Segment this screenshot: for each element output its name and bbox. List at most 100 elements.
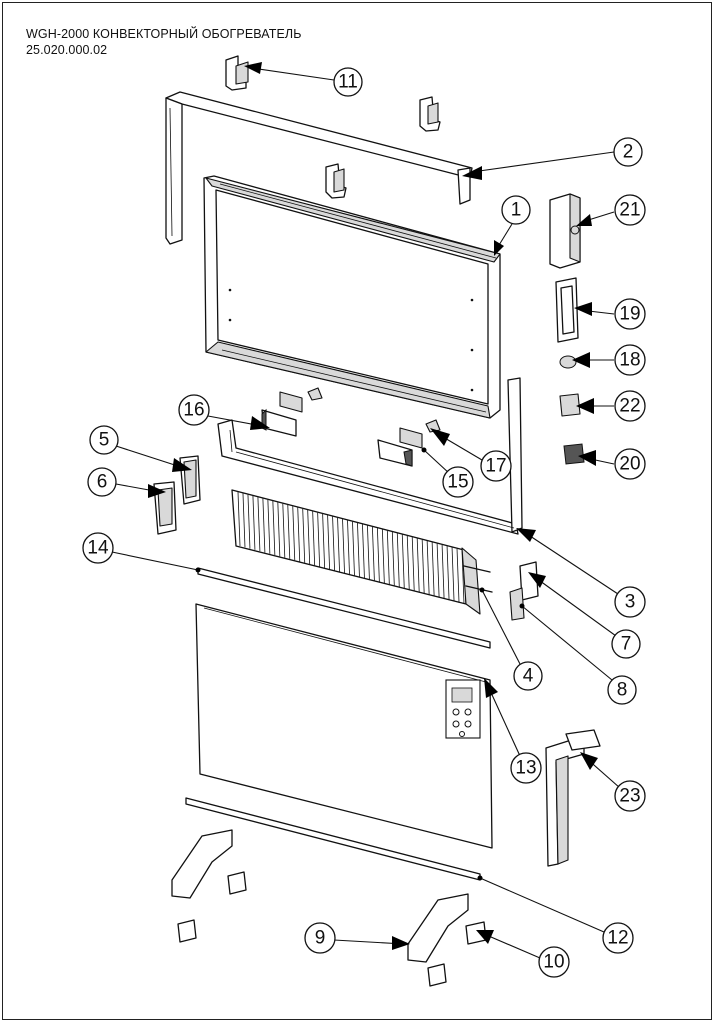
part-16-bracket — [261, 391, 303, 437]
callout-15: 15 — [421, 447, 474, 498]
callout-23: 23 — [580, 752, 646, 812]
callout-13: 13 — [484, 678, 542, 784]
callout-21: 21 — [576, 194, 646, 226]
control-panel — [445, 679, 481, 739]
part-8-clamp — [509, 587, 525, 621]
part-23-wall-bracket — [545, 729, 601, 867]
svg-text:5: 5 — [99, 430, 110, 451]
heater-fin — [426, 540, 430, 595]
svg-text:23: 23 — [619, 786, 640, 807]
part-19-frame — [555, 277, 579, 343]
callout-18: 18 — [572, 344, 646, 376]
callout-3: 3 — [516, 528, 646, 618]
callout-5: 5 — [89, 425, 192, 472]
heater-fin — [302, 508, 306, 563]
heater-fin — [431, 542, 435, 597]
callout-layer: 11 2 1 21 19 18 — [82, 62, 646, 978]
heater-fin — [292, 506, 296, 561]
heater-fin — [312, 511, 316, 566]
svg-text:22: 22 — [619, 396, 640, 417]
heater-fin — [337, 517, 340, 572]
callout-16: 16 — [178, 394, 270, 430]
svg-text:19: 19 — [619, 304, 640, 325]
heater-fin — [456, 548, 460, 603]
heater-fin — [247, 494, 251, 549]
part-1-frame — [203, 175, 501, 419]
svg-text:9: 9 — [315, 928, 326, 949]
part-22-switch — [559, 393, 581, 417]
part-11-bracket — [225, 55, 441, 199]
callout-19: 19 — [574, 298, 646, 330]
heater-fin — [421, 539, 425, 594]
heater-fin — [297, 507, 301, 562]
svg-text:20: 20 — [619, 454, 640, 475]
svg-text:6: 6 — [97, 472, 108, 493]
svg-text:18: 18 — [619, 350, 640, 371]
heater-fin — [406, 535, 410, 590]
part-4-heating-element — [231, 489, 493, 615]
svg-text:21: 21 — [619, 200, 640, 221]
svg-text:8: 8 — [617, 680, 628, 701]
heater-fin — [372, 526, 375, 581]
part-17-clip — [307, 387, 441, 433]
heater-fin — [242, 493, 246, 548]
heater-fin — [396, 533, 400, 588]
drawing-number: 25.020.000.02 — [26, 43, 108, 57]
svg-text:7: 7 — [621, 634, 632, 655]
heater-fin — [322, 513, 326, 568]
heater-fin — [441, 544, 445, 599]
heater-fin — [307, 510, 311, 565]
heater-fin — [376, 528, 380, 583]
heater-fin — [367, 525, 370, 580]
svg-text:3: 3 — [625, 592, 636, 613]
part-18-knob — [559, 355, 577, 369]
part-9-foot — [171, 829, 469, 963]
callout-22: 22 — [576, 390, 646, 422]
heater-fin — [352, 521, 355, 576]
svg-text:13: 13 — [515, 758, 536, 779]
heater-fin — [287, 504, 291, 559]
callout-11: 11 — [244, 62, 363, 97]
svg-text:16: 16 — [183, 400, 204, 421]
callout-2: 2 — [462, 137, 643, 180]
heater-fin — [272, 501, 276, 556]
callout-20: 20 — [578, 448, 646, 480]
part-13-front-panel — [195, 603, 493, 849]
part-5-connector — [179, 455, 201, 505]
drawing-title: WGH-2000 КОНВЕКТОРНЫЙ ОБОГРЕВАТЕЛЬ 25.02… — [26, 26, 302, 58]
heater-fin — [267, 499, 271, 554]
svg-text:14: 14 — [87, 538, 109, 559]
callout-1: 1 — [494, 195, 531, 256]
callout-4: 4 — [479, 587, 543, 691]
heater-fin — [416, 538, 420, 593]
part-3-bottom-rail — [217, 377, 523, 535]
heater-fin — [252, 495, 256, 550]
heater-fin — [391, 531, 395, 586]
heater-fin — [451, 547, 455, 602]
heater-fin — [357, 522, 360, 577]
part-20-switch — [563, 443, 585, 465]
heater-fin — [282, 503, 286, 558]
heater-fin — [327, 515, 330, 570]
svg-text:2: 2 — [623, 142, 634, 163]
heater-fin — [237, 491, 241, 547]
heater-fin — [347, 520, 350, 575]
callout-8: 8 — [519, 603, 637, 705]
heater-fin — [362, 524, 365, 579]
heater-fin — [401, 534, 405, 589]
callout-6: 6 — [87, 467, 166, 498]
svg-text:17: 17 — [485, 456, 506, 477]
callout-17: 17 — [430, 428, 512, 482]
callout-7: 7 — [528, 572, 641, 659]
product-title: WGH-2000 КОНВЕКТОРНЫЙ ОБОГРЕВАТЕЛЬ — [26, 27, 302, 41]
callout-10: 10 — [476, 930, 570, 978]
part-21-housing — [549, 193, 581, 269]
heater-fin — [411, 537, 415, 592]
svg-text:1: 1 — [511, 200, 522, 221]
frame-holes — [228, 288, 474, 392]
svg-text:4: 4 — [523, 666, 534, 687]
heater-fin — [386, 530, 390, 585]
svg-text:11: 11 — [338, 72, 358, 93]
